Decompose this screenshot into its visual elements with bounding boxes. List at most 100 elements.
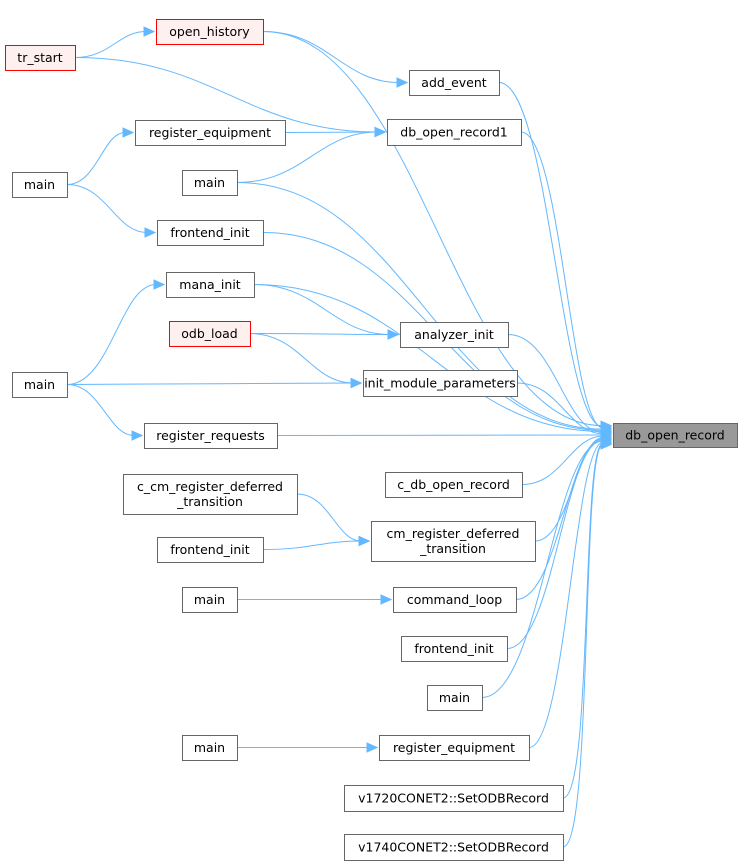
node-box: [401, 636, 508, 662]
edge-line: [249, 333, 354, 384]
node-box: [409, 70, 500, 96]
node-label: init_module_parameters: [364, 376, 516, 391]
caller-node-main-a[interactable]: main: [12, 172, 68, 198]
caller-node-open-history[interactable]: open_history: [156, 19, 264, 45]
node-label: db_open_record1: [400, 125, 507, 140]
caller-node-analyzer-init[interactable]: analyzer_init: [400, 322, 509, 348]
caller-node-main-d[interactable]: main: [182, 587, 238, 613]
node-box: [123, 474, 298, 515]
caller-node-c-cm-register[interactable]: c_cm_register_deferred_transition: [123, 474, 298, 515]
node-box: [12, 172, 68, 198]
edge-line: [66, 184, 148, 233]
caller-node-frontend-init-a[interactable]: frontend_init: [157, 220, 264, 246]
node-label: main: [24, 177, 55, 192]
node-box: [169, 321, 251, 347]
caller-node-db-open-record1[interactable]: db_open_record1: [387, 119, 522, 146]
node-box: [344, 834, 564, 861]
node-label: command_loop: [407, 592, 502, 607]
edge-line: [253, 284, 604, 433]
arrowhead-icon: [387, 329, 400, 340]
caller-node-mana-init[interactable]: mana_init: [166, 272, 255, 298]
arrowhead-icon: [396, 77, 409, 88]
node-box: [427, 685, 483, 711]
node-label: main: [194, 740, 225, 755]
edge-frontend_init_b-to-cm_register: [262, 535, 371, 550]
edge-line: [262, 540, 362, 550]
caller-node-v1740[interactable]: v1740CONET2::SetODBRecord: [344, 834, 564, 861]
arrowhead-icon: [131, 430, 144, 441]
arrowhead-icon: [153, 279, 166, 290]
node-box: [613, 423, 738, 448]
edge-main_a-to-frontend_init_a: [66, 184, 157, 238]
node-box: [379, 735, 530, 761]
edge-line: [516, 382, 604, 435]
node-label: open_history: [169, 24, 250, 39]
edge-odb_load-to-init_module_parameters: [249, 333, 363, 389]
caller-node-init-module-parameters[interactable]: init_module_parameters: [363, 370, 518, 397]
caller-node-frontend-init-b[interactable]: frontend_init: [157, 537, 264, 563]
caller-node-tr-start[interactable]: tr_start: [5, 45, 76, 71]
node-label: _transition: [419, 541, 486, 556]
arrowhead-icon: [600, 439, 613, 450]
edge-main_c-to-mana_init: [66, 279, 166, 385]
node-label: odb_load: [181, 326, 237, 341]
arrowhead-icon: [144, 227, 157, 238]
node-label: tr_start: [17, 50, 63, 65]
node-box: [385, 472, 523, 498]
caller-node-register-requests[interactable]: register_requests: [144, 423, 278, 449]
node-box: [144, 423, 278, 449]
caller-node-command-loop[interactable]: command_loop: [393, 587, 517, 613]
caller-node-main-c[interactable]: main: [12, 372, 68, 398]
edge-v1740-to-target: [562, 439, 613, 848]
node-label: cm_register_deferred: [387, 526, 520, 541]
caller-node-main-b[interactable]: main: [182, 170, 238, 196]
node-label: c_cm_register_deferred: [137, 479, 283, 494]
node-label: main: [194, 175, 225, 190]
node-box: [135, 120, 286, 146]
node-box: [12, 372, 68, 398]
edge-line: [236, 131, 378, 183]
caller-node-register-equipment-a[interactable]: register_equipment: [135, 120, 286, 146]
node-box: [157, 220, 264, 246]
node-label: v1740CONET2::SetODBRecord: [358, 840, 549, 855]
edge-line: [521, 435, 604, 485]
node-label: mana_init: [179, 277, 241, 292]
edge-line: [528, 441, 604, 748]
node-label: frontend_init: [170, 225, 249, 240]
nodes-layer: db_open_recordtr_startopen_historyadd_ev…: [5, 19, 738, 861]
arrowhead-icon: [350, 377, 363, 389]
edge-line: [506, 439, 604, 649]
caller-node-frontend-init-c[interactable]: frontend_init: [401, 636, 508, 662]
caller-node-odb-load[interactable]: odb_load: [169, 321, 251, 347]
edge-main_c-to-register_requests: [66, 384, 144, 441]
arrowhead-icon: [358, 535, 371, 547]
arrowhead-icon: [374, 126, 387, 138]
edge-line: [262, 31, 400, 83]
caller-node-add-event[interactable]: add_event: [409, 70, 500, 96]
node-label: _transition: [176, 494, 243, 509]
edge-line: [236, 182, 604, 430]
edge-c_cm_register-to-cm_register: [296, 493, 371, 547]
node-label: register_equipment: [149, 125, 271, 140]
edge-register_requests-to-target: [276, 429, 613, 441]
caller-node-register-equipment-b[interactable]: register_equipment: [379, 735, 530, 761]
caller-node-cm-register[interactable]: cm_register_deferred_transition: [371, 521, 536, 562]
node-label: register_equipment: [393, 740, 515, 755]
caller-node-main-f[interactable]: main: [182, 735, 238, 761]
edge-line: [66, 384, 135, 436]
node-label: main: [439, 690, 470, 705]
edge-main_a-to-register_equipment_a: [66, 127, 135, 185]
node-label: c_db_open_record: [397, 477, 510, 492]
node-label: add_event: [421, 75, 486, 90]
edge-line: [507, 334, 604, 434]
edge-mana_init-to-analyzer_init: [253, 284, 400, 340]
node-label: register_requests: [156, 428, 264, 443]
node-label: main: [194, 592, 225, 607]
caller-node-main-e[interactable]: main: [427, 685, 483, 711]
edge-line: [515, 438, 604, 600]
caller-node-v1720[interactable]: v1720CONET2::SetODBRecord: [344, 785, 564, 812]
node-label: frontend_init: [170, 542, 249, 557]
edge-db_open_record1-to-target: [520, 131, 613, 434]
caller-node-c-db-open-record[interactable]: c_db_open_record: [385, 472, 523, 498]
